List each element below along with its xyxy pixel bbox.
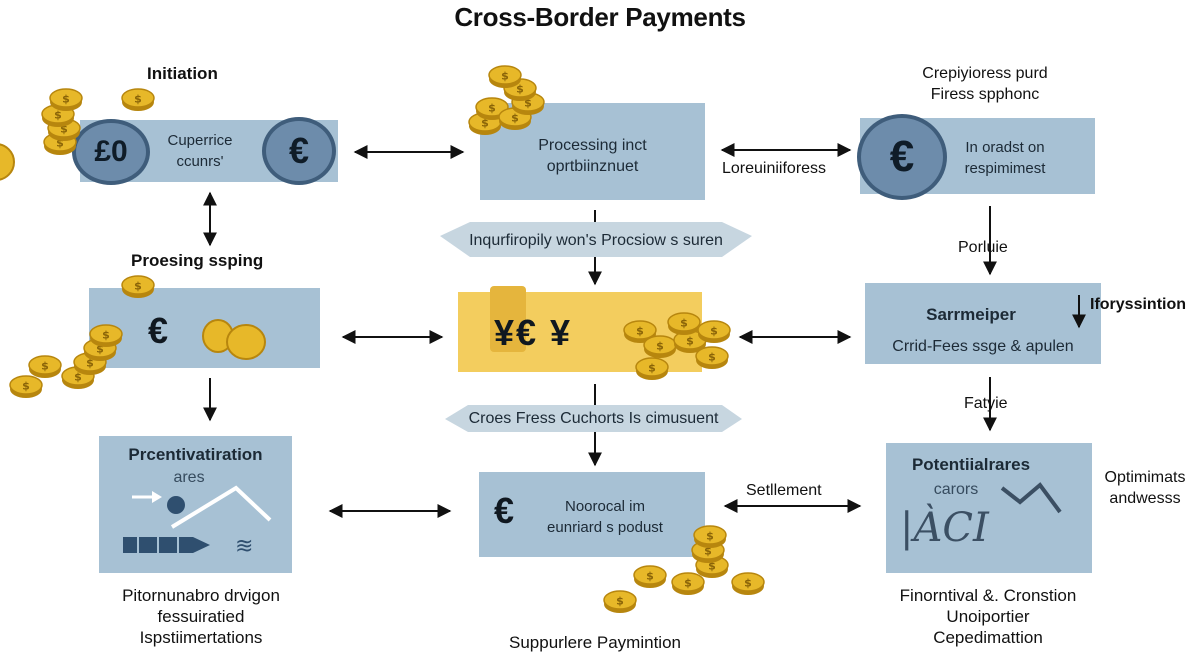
bottom-right-box-title: Potentiialrares [911,455,1031,474]
middle-right-side-label: Iforyssintion [1090,296,1187,313]
top-right-box-text: In oradst on respimimest [964,139,1046,177]
bottom-right-side-label: Optimimats andwesss [1104,469,1186,507]
euro-coin-large-icon: € [857,114,947,200]
middle-right-box [865,283,1101,364]
bottom-left-box-subtitle: ares [173,469,205,486]
fatyie-label: Fatyie [964,395,1008,412]
bottom-center-box-text: Noorocal im eunriard s podust [547,498,663,536]
page-title: Cross-Border Payments [454,2,746,32]
euro-symbol: € [148,310,169,351]
bottom-right-glyphs: |ÀCI [900,505,989,551]
euro-coin-icon: € [262,117,336,185]
loreuni-label: Loreuiniiforess [722,160,827,177]
bottom-center-box [479,472,705,557]
currency-symbols: ¥€ ¥ [494,312,573,353]
euro-symbol-bottom: € [494,490,515,531]
bottom-left-box-title: Prcentivatiration [128,445,263,464]
bottom-right-box-subtitle: carors [933,481,979,498]
middle-right-box-title: Sarrmeiper [926,305,1016,324]
bottom-left-label: Pitornunabro drvigon fessuiratied Ispsti… [122,586,280,647]
middle-right-box-text: Crrid-Fees ssge & apulen [892,338,1074,355]
bottom-banner-text: Croes Fress Cuchorts Is cimusuent [468,410,719,427]
processing-left-label: Proesing ssping [131,251,264,270]
top-right-label: Crepiyioress purd Firess spphonc [922,65,1048,103]
initiation-box-text: Cuperrice ccunrs' [167,132,233,170]
center-box-accent [490,286,526,352]
porluie-label: Porluie [958,239,1008,256]
initiation-label: Initiation [147,64,218,83]
processing-top-text: Processing inct oprtbiinznuet [538,137,647,175]
processing-left-box [89,288,320,368]
bottom-right-label: Finorntival &. Cronstion Unoiportier Cep… [899,586,1077,647]
partial-coin [0,143,15,181]
bottom-center-label: Suppurlere Paymintion [509,633,681,652]
top-banner-text: Inqurfiropily won's Procsiow s suren [469,232,723,249]
pound-coin-icon: £0 [72,119,150,185]
settlement-label: Setllement [746,482,822,499]
